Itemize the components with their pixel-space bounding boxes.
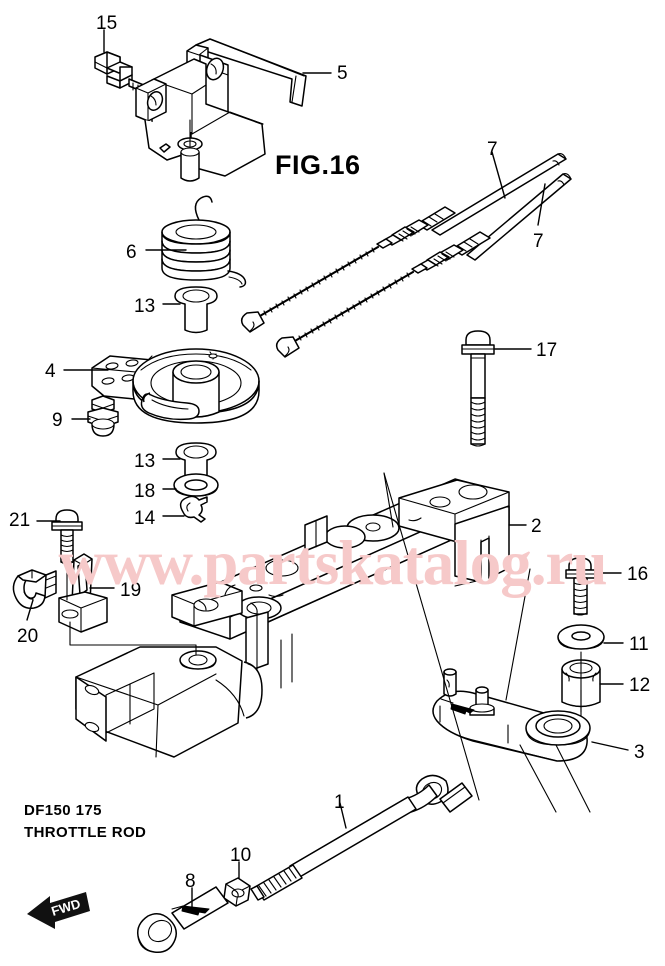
part-bolt-pivot (566, 558, 595, 615)
part-throttle-lever-bracket (399, 480, 509, 586)
callout-2[interactable]: 2 (531, 516, 542, 537)
callout-7-upper[interactable]: 7 (487, 139, 498, 160)
callout-3[interactable]: 3 (634, 742, 645, 763)
assembly-name: THROTTLE ROD (24, 824, 147, 841)
part-throttle-cable-upper (242, 154, 566, 332)
figure-caption: DF150 175 THROTTLE ROD (24, 800, 146, 844)
part-circlip (181, 496, 207, 522)
part-bolt-long (462, 331, 494, 446)
part-throttle-rod (251, 775, 472, 900)
callout-13-lower[interactable]: 13 (134, 451, 156, 472)
part-throttle-drum (92, 349, 259, 423)
callout-5[interactable]: 5 (337, 63, 348, 84)
callout-7-lower[interactable]: 7 (533, 231, 544, 252)
callout-11[interactable]: 11 (629, 634, 649, 655)
part-throttle-cable-lower (277, 174, 571, 357)
callout-1[interactable]: 1 (334, 792, 345, 813)
callout-9[interactable]: 9 (52, 410, 63, 431)
callout-21[interactable]: 21 (9, 510, 31, 531)
callout-20[interactable]: 20 (17, 626, 39, 647)
callout-19[interactable]: 19 (120, 580, 142, 601)
part-rod-end-joint (138, 887, 228, 952)
figure-title: FIG.16 (275, 150, 361, 180)
part-washer (174, 474, 218, 496)
callout-18[interactable]: 18 (134, 481, 156, 502)
callout-13-upper[interactable]: 13 (134, 296, 156, 317)
part-washer-pivot (558, 625, 604, 649)
callout-14[interactable]: 14 (134, 508, 156, 529)
callout-10[interactable]: 10 (230, 845, 252, 866)
fwd-direction-arrow: FWD (27, 892, 90, 929)
part-cable-bracket (59, 554, 107, 632)
callout-leader-lines (27, 30, 628, 909)
callout-17[interactable]: 17 (536, 340, 558, 361)
part-bolt-drum (88, 396, 118, 436)
callout-16[interactable]: 16 (627, 564, 649, 585)
callout-4[interactable]: 4 (45, 361, 56, 382)
callout-6[interactable]: 6 (126, 242, 137, 263)
callout-12[interactable]: 12 (629, 675, 651, 696)
callout-8[interactable]: 8 (185, 871, 196, 892)
part-bolt-clamp (52, 510, 82, 564)
part-return-spring (162, 196, 245, 287)
part-throttle-arm (433, 669, 590, 761)
callout-15[interactable]: 15 (96, 13, 118, 34)
part-cable-clip (13, 570, 56, 608)
part-bushing-upper (175, 287, 217, 333)
model-designation: DF150 175 (24, 802, 102, 819)
